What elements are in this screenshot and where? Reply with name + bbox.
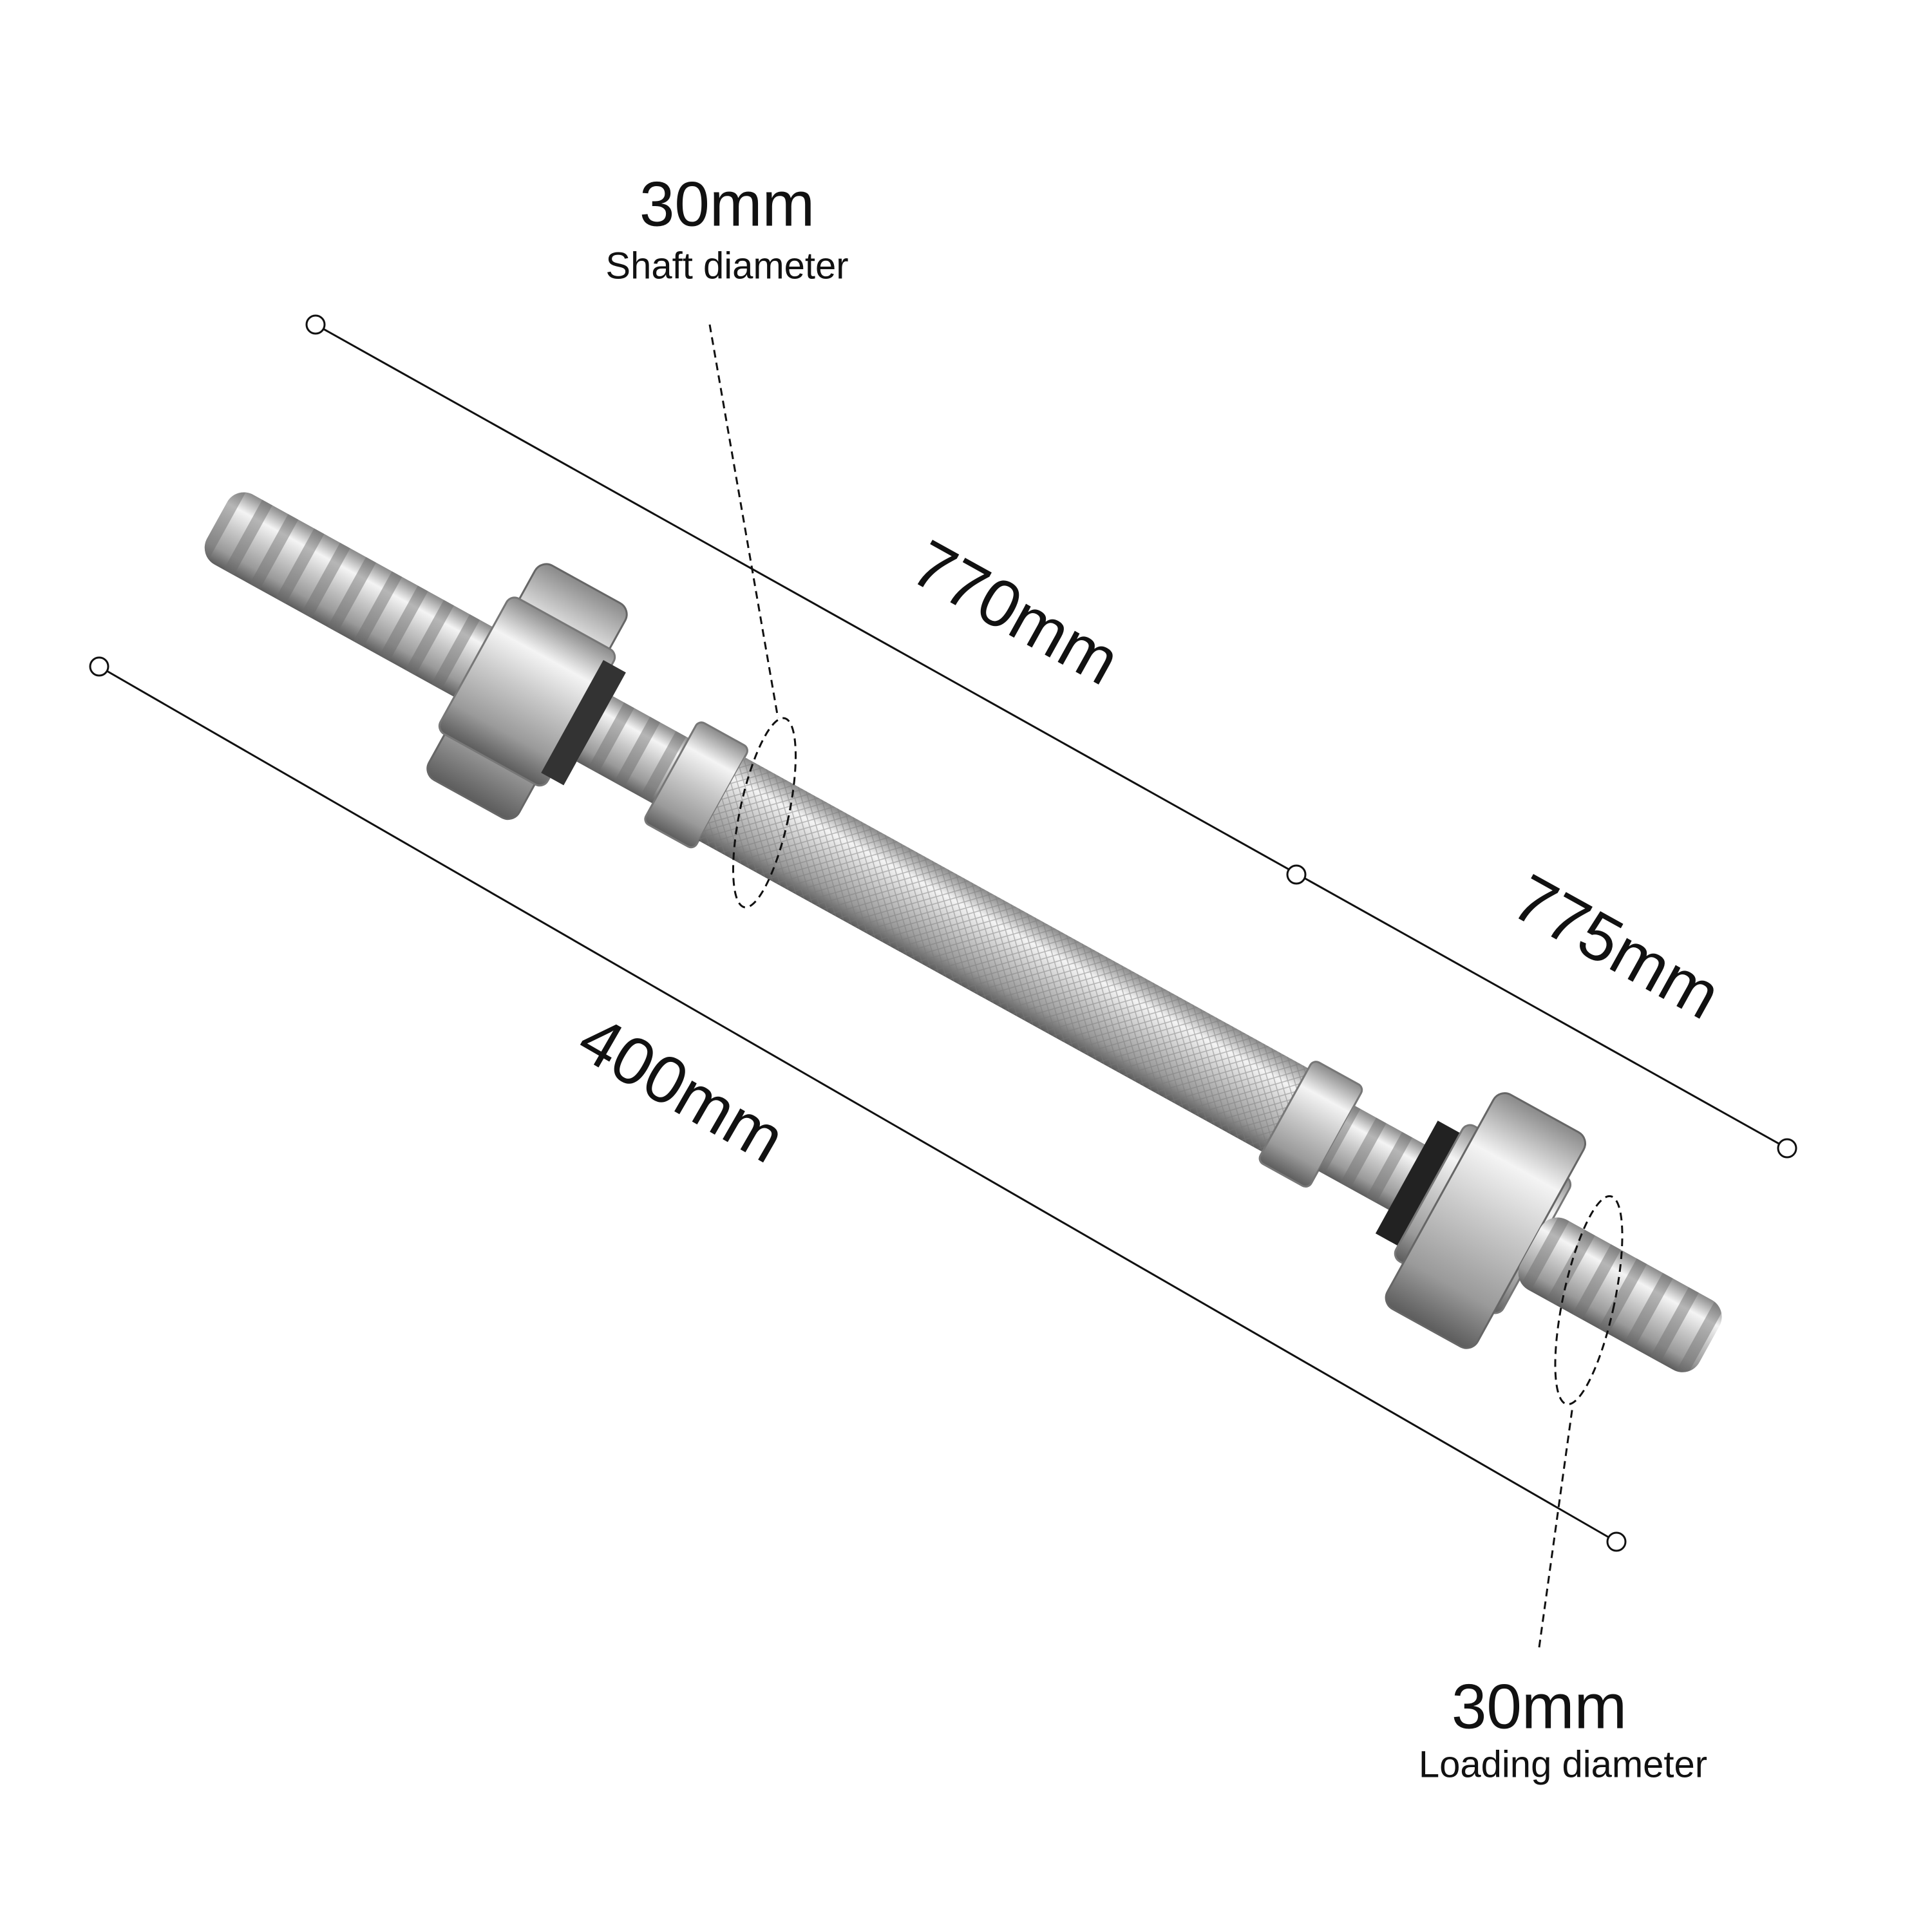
left-inner-thread bbox=[576, 696, 692, 806]
endpoint-marker bbox=[305, 314, 326, 335]
dumbbell-bar bbox=[204, 492, 1722, 1372]
right-thread bbox=[1518, 1217, 1722, 1372]
shaft-diameter-caption: Shaft diameter bbox=[605, 245, 849, 287]
midpoint-marker bbox=[1286, 864, 1307, 885]
knurled-handle bbox=[698, 757, 1309, 1152]
loading-diameter-callout bbox=[1538, 1195, 1624, 1648]
right-star-collar bbox=[1375, 1092, 1586, 1349]
endpoint-marker bbox=[1777, 1138, 1797, 1159]
dimension-line-770-775 bbox=[305, 314, 1797, 1159]
shaft-diameter-callout bbox=[708, 324, 797, 909]
shaft-diameter-value: 30mm bbox=[639, 168, 815, 240]
loading-diameter-value: 30mm bbox=[1451, 1671, 1627, 1742]
endpoint-marker bbox=[1606, 1531, 1627, 1552]
endpoint-marker bbox=[89, 656, 109, 677]
dimension-line-400 bbox=[89, 656, 1627, 1552]
left-star-collar bbox=[426, 563, 628, 820]
loading-diameter-caption: Loading diameter bbox=[1418, 1743, 1708, 1786]
